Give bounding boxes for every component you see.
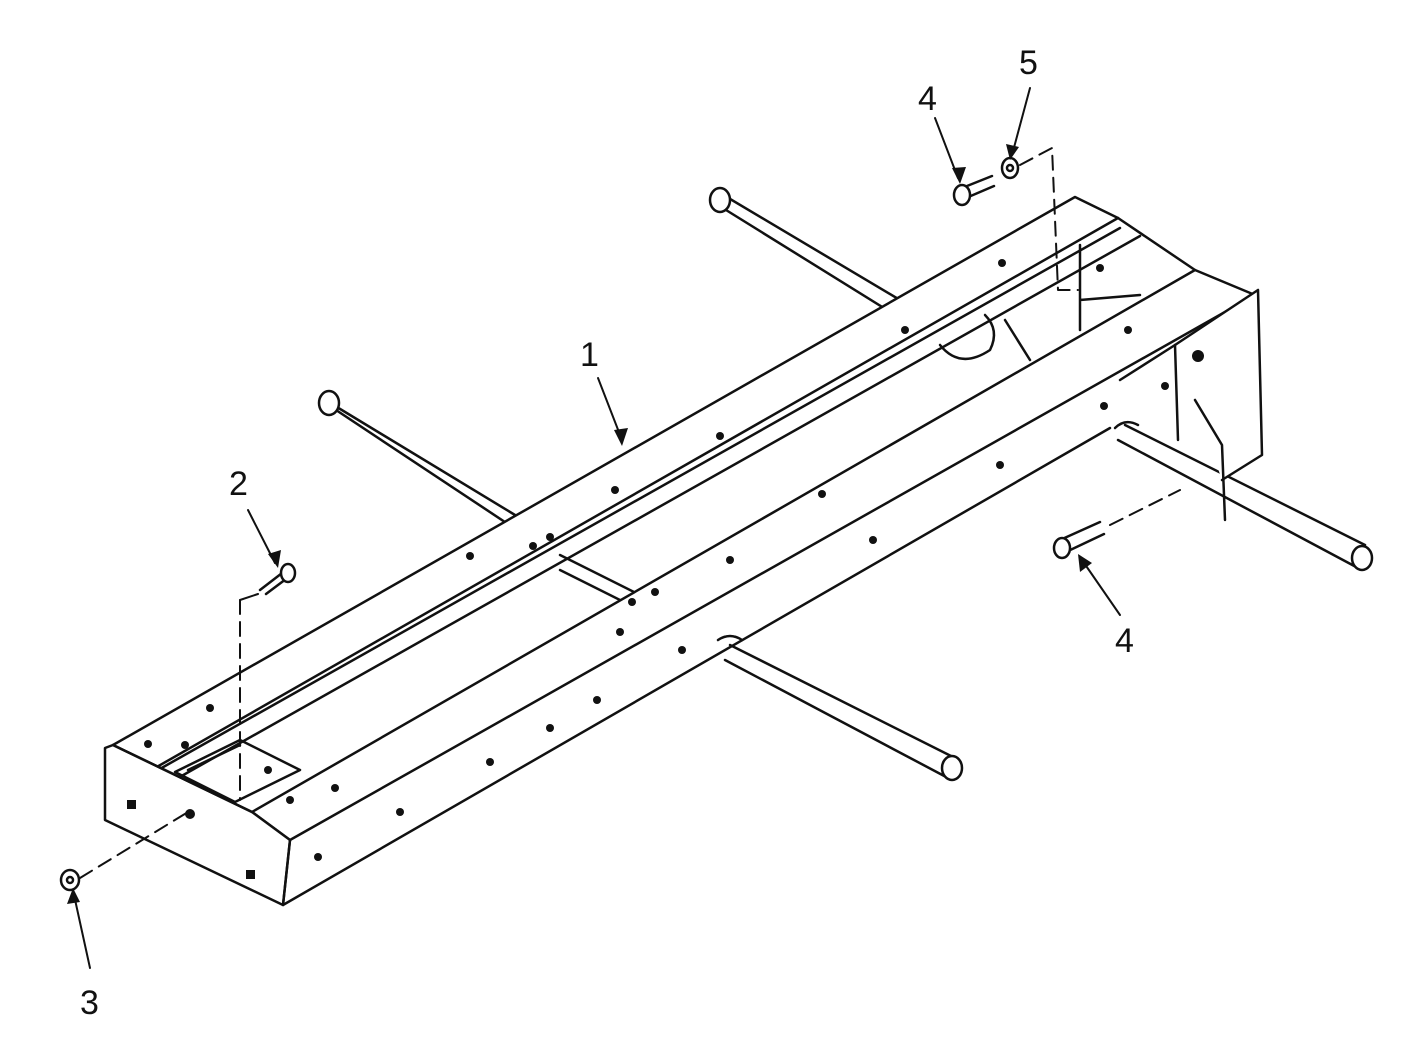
washer-5	[1000, 156, 1020, 180]
callout-1: 1	[580, 336, 599, 374]
leader-arrowheads	[67, 144, 1092, 904]
tube-front-left	[716, 634, 964, 782]
assembly-lines	[79, 147, 1181, 879]
callout-2: 2	[229, 465, 248, 503]
tube-back-left	[317, 389, 522, 534]
frame-body	[103, 195, 1264, 907]
bolt-4-top	[952, 174, 996, 207]
frame-holes	[127, 259, 1204, 879]
callout-5: 5	[1019, 44, 1038, 82]
callout-4-top: 4	[918, 80, 937, 118]
screw-2	[258, 562, 297, 596]
callout-3: 3	[80, 984, 99, 1022]
nut-3	[59, 868, 81, 892]
bolt-4-right	[1052, 520, 1106, 560]
callout-4-right: 4	[1115, 622, 1134, 660]
tube-back-right	[708, 186, 902, 320]
tube-front-right	[1113, 420, 1374, 572]
